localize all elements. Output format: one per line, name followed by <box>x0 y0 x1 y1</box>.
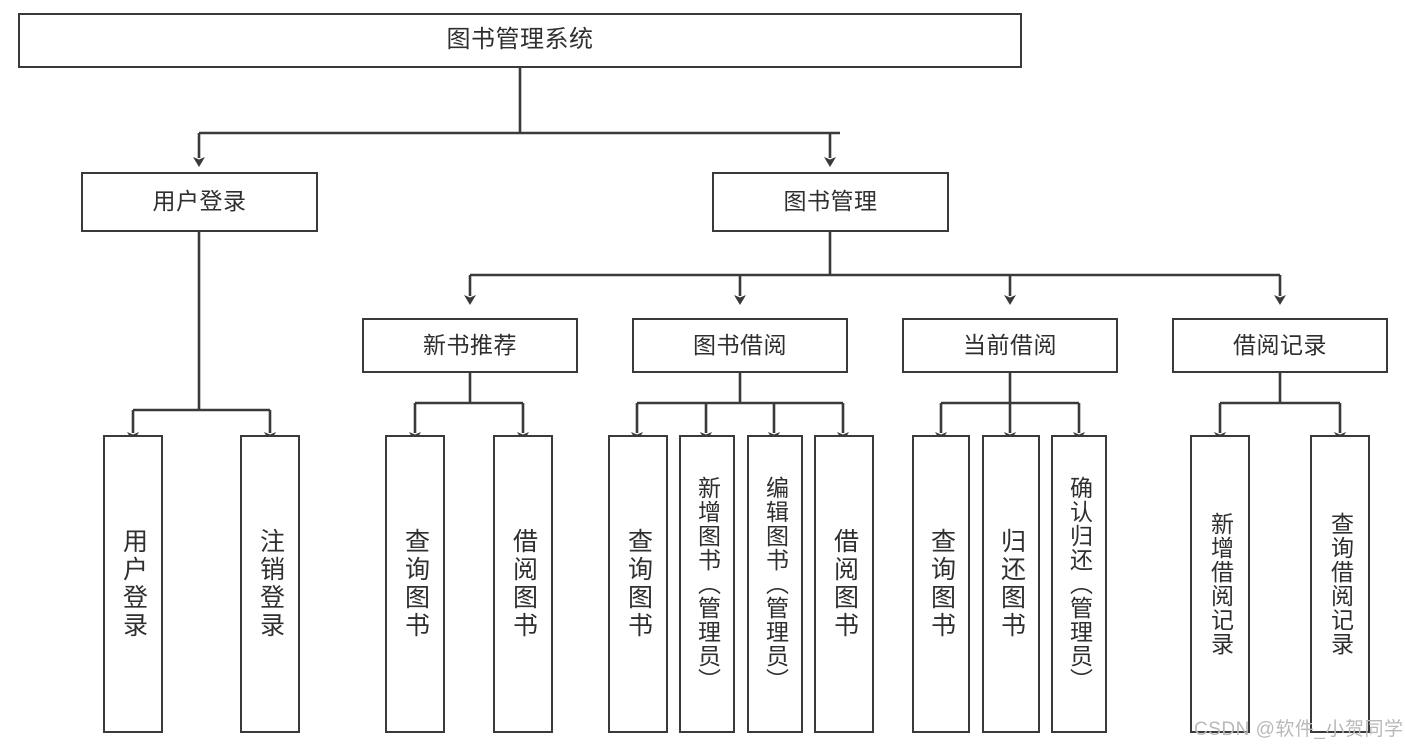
leaf-edit-book-admin[interactable]: 编辑图书（管理员） <box>747 435 803 733</box>
leaf-borrow-book-recommend[interactable]: 借阅图书 <box>493 435 553 733</box>
leaf-add-borrow-record[interactable]: 新增借阅记录 <box>1190 435 1250 733</box>
leaf-add-book-admin[interactable]: 新增图书（管理员） <box>679 435 735 733</box>
node-label: 用户登录 <box>119 528 148 640</box>
node-label: 查询图书 <box>927 528 956 640</box>
node-label: 新书推荐 <box>423 331 517 358</box>
leaf-query-borrow-record[interactable]: 查询借阅记录 <box>1310 435 1370 733</box>
node-label: 借阅记录 <box>1233 331 1327 358</box>
node-label: 查询图书 <box>401 528 430 640</box>
node-book-management[interactable]: 图书管理 <box>712 172 949 232</box>
node-label: 查询借阅记录 <box>1327 512 1354 656</box>
node-new-book-recommend[interactable]: 新书推荐 <box>362 318 578 373</box>
leaf-logout[interactable]: 注销登录 <box>240 435 300 733</box>
node-label: 归还图书 <box>997 528 1026 640</box>
node-label: 确认归还（管理员） <box>1066 476 1093 692</box>
node-label: 图书管理 <box>783 188 878 215</box>
node-label: 编辑图书（管理员） <box>762 476 789 692</box>
leaf-query-book-current[interactable]: 查询图书 <box>912 435 970 733</box>
node-label: 查询图书 <box>624 528 653 640</box>
leaf-query-book-borrow[interactable]: 查询图书 <box>608 435 668 733</box>
node-user-login[interactable]: 用户登录 <box>81 172 318 232</box>
node-label: 新增借阅记录 <box>1207 512 1234 656</box>
csdn-watermark: CSDN @软件_小贺同学 <box>1194 719 1404 740</box>
node-label: 当前借阅 <box>963 331 1057 358</box>
node-book-borrow[interactable]: 图书借阅 <box>632 318 848 373</box>
node-root-system[interactable]: 图书管理系统 <box>18 13 1022 68</box>
leaf-confirm-return-admin[interactable]: 确认归还（管理员） <box>1051 435 1107 733</box>
node-label: 新增图书（管理员） <box>694 476 721 692</box>
leaf-query-book-recommend[interactable]: 查询图书 <box>385 435 445 733</box>
node-label: 借阅图书 <box>509 528 538 640</box>
node-label: 图书借阅 <box>693 331 787 358</box>
node-label: 图书管理系统 <box>446 26 594 54</box>
node-label: 注销登录 <box>256 528 285 640</box>
node-borrow-record[interactable]: 借阅记录 <box>1172 318 1388 373</box>
leaf-user-login[interactable]: 用户登录 <box>103 435 163 733</box>
node-label: 借阅图书 <box>830 528 859 640</box>
node-label: 用户登录 <box>152 188 247 215</box>
leaf-return-book[interactable]: 归还图书 <box>982 435 1040 733</box>
leaf-borrow-book[interactable]: 借阅图书 <box>814 435 874 733</box>
node-current-borrow[interactable]: 当前借阅 <box>902 318 1118 373</box>
